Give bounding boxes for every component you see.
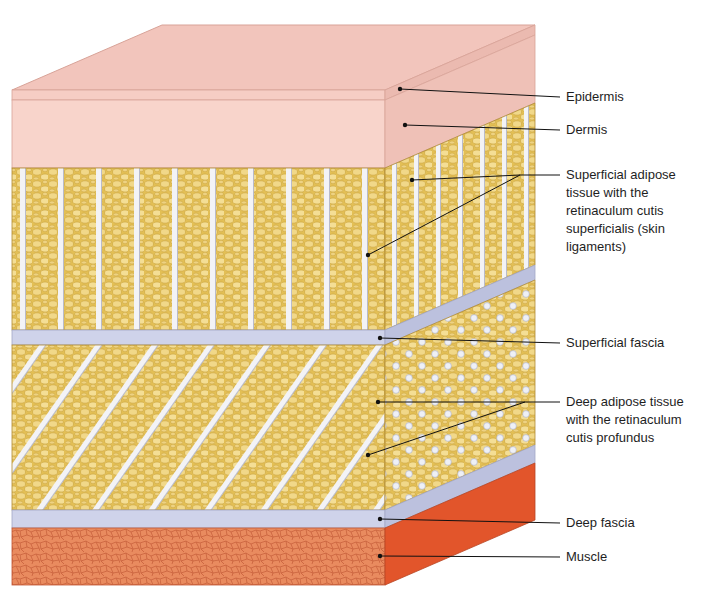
layer-label: Muscle	[566, 548, 702, 566]
layer-label: Superficial fascia	[566, 334, 702, 352]
leader-dot	[378, 554, 382, 558]
leader-line	[380, 556, 560, 557]
skin-ligaments	[12, 168, 385, 330]
leader-line	[380, 338, 560, 343]
leader-line	[400, 89, 560, 97]
label-slot: Muscle	[566, 548, 702, 566]
superficial-adipose-layer	[12, 168, 385, 330]
label-slot: Epidermis	[566, 88, 702, 106]
leader-line	[380, 519, 560, 523]
layer-label: Deep fascia	[566, 514, 702, 532]
leader-line	[378, 402, 560, 403]
leader-dot	[376, 400, 380, 404]
label-slot: Deep adipose tissue with the retinaculum…	[566, 393, 686, 447]
label-slot: Superficial adipose tissue with the reti…	[566, 166, 702, 256]
layer-label: Dermis	[566, 121, 702, 139]
superficial-fascia-layer	[12, 330, 385, 345]
leader-dots	[366, 87, 414, 558]
layer-label: Deep adipose tissue with the retinaculum…	[566, 393, 686, 447]
retinaculum-profundus	[12, 345, 385, 510]
leader-line	[368, 402, 525, 455]
layer-label: Superficial adipose tissue with the reti…	[566, 166, 702, 256]
leader-dot	[403, 123, 407, 127]
leader-dot	[398, 87, 402, 91]
deep-fascia-layer	[12, 510, 385, 528]
muscle-layer	[12, 528, 385, 585]
leader-lines	[368, 89, 560, 557]
leader-line	[368, 175, 520, 255]
muscle-side	[385, 463, 535, 585]
leader-dot	[366, 453, 370, 457]
layer-label: Epidermis	[566, 88, 702, 106]
leader-dot	[366, 253, 370, 257]
leader-dot	[378, 517, 382, 521]
label-slot: Superficial fascia	[566, 334, 702, 352]
label-slot: Dermis	[566, 121, 702, 139]
dermis-layer	[12, 100, 385, 168]
epidermis-layer	[12, 90, 385, 100]
leader-dot	[378, 336, 382, 340]
label-slot: Deep fascia	[566, 514, 702, 532]
leader-dot	[410, 178, 414, 182]
leader-line	[412, 175, 560, 180]
deep-adipose-layer	[12, 345, 385, 510]
leader-line	[405, 125, 560, 130]
